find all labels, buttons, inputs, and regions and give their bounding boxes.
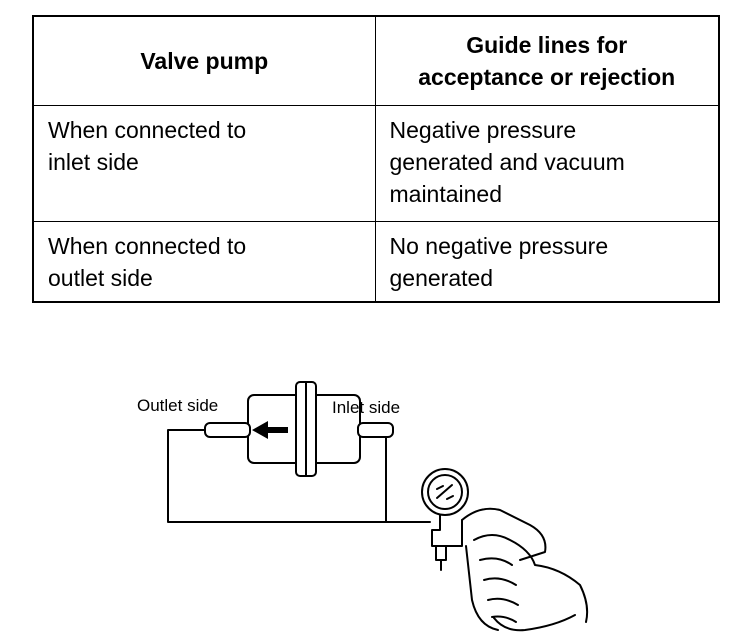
vacuum-hose [167, 429, 431, 523]
valve-body [247, 394, 361, 464]
outlet-nipple [204, 422, 251, 438]
flow-arrow-icon [252, 421, 288, 439]
vacuum-pump-icon [421, 468, 589, 632]
cell-inlet-condition: When connected to inlet side [32, 105, 376, 222]
inlet-side-label: Inlet side [332, 398, 400, 417]
table-header-row: Valve pump Guide lines for acceptance or… [32, 15, 720, 106]
cell-inlet-result: Negative pressure generated and vacuum m… [374, 105, 720, 222]
table-row: When connected to outlet side No negativ… [32, 221, 720, 302]
header-valve-pump: Valve pump [32, 15, 376, 106]
acceptance-table: Valve pump Guide lines for acceptance or… [32, 15, 720, 303]
inlet-nipple [357, 422, 394, 438]
valve-flange [295, 381, 317, 477]
cell-outlet-result: No negative pressure generated [374, 221, 720, 302]
table-row: When connected to inlet side Negative pr… [32, 105, 720, 222]
cell-outlet-condition: When connected to outlet side [32, 221, 376, 302]
header-guide-lines: Guide lines for acceptance or rejection [374, 15, 720, 106]
outlet-side-label: Outlet side [137, 396, 218, 415]
